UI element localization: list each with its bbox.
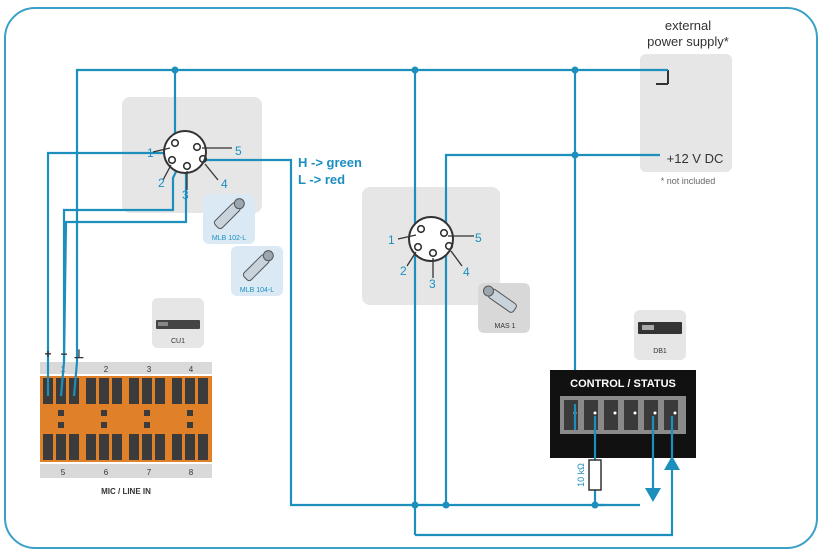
terminal-middle-pins [58, 410, 193, 428]
legend-h-green: H -> green [298, 155, 362, 170]
connector-2-pin-1: 1 [388, 233, 395, 247]
mas-device: MAS 1 [478, 283, 530, 333]
connector-1-pin-1: 1 [147, 146, 154, 160]
terminal-block: + − ⊥ 1 2 3 4 5 6 7 8 [40, 347, 212, 496]
terminal-num-5: 5 [61, 468, 66, 477]
junctions [171, 66, 599, 509]
power-supply-voltage: +12 V DC [667, 151, 724, 166]
terminal-num-2: 2 [104, 365, 109, 374]
terminal-num-6: 6 [104, 468, 109, 477]
cu1-label: CU1 [171, 338, 185, 345]
ground-symbol-icon [656, 70, 669, 85]
wire-bottom-loop [415, 470, 674, 537]
cu1-device: CU1 [152, 298, 204, 348]
resistor [588, 459, 602, 491]
wire-connector1-pin3 [62, 170, 188, 363]
terminal-polarity-minus: − [60, 347, 67, 361]
terminal-num-4: 4 [189, 365, 194, 374]
terminal-polarity-ground: ⊥ [74, 347, 84, 361]
power-supply-note: * not included [661, 176, 716, 186]
arrow-up-icon [664, 456, 680, 470]
connector-1: 1 2 3 4 5 [147, 130, 242, 202]
terminal-num-7: 7 [147, 468, 152, 477]
power-supply-title-line1: external [665, 18, 711, 33]
terminal-bottom-pins [43, 434, 208, 460]
terminal-num-8: 8 [189, 468, 194, 477]
connector-2-pin-2: 2 [400, 264, 407, 278]
connector-1-pin-3: 3 [182, 188, 189, 202]
connector-1-pin-4: 4 [221, 177, 228, 191]
terminal-num-3: 3 [147, 365, 152, 374]
connector-1-pin-5: 5 [235, 144, 242, 158]
db1-device: DB1 [634, 310, 686, 360]
wire-connector1-pin1 [46, 151, 170, 362]
arrow-down-icon [645, 488, 661, 502]
legend-l-red: L -> red [298, 172, 345, 187]
resistor-label: 10 kΩ [576, 463, 586, 487]
wire-ground-bus [75, 68, 668, 362]
power-supply-title-line2: power supply* [647, 34, 729, 49]
db1-label: DB1 [653, 348, 667, 355]
wire-12v [444, 153, 660, 235]
wire-connector1-pin2 [62, 162, 181, 362]
mlb102-label: MLB 102-L [212, 235, 246, 242]
connector-2-pin-3: 3 [429, 277, 436, 291]
connector-1-pin-2: 2 [158, 176, 165, 190]
wires [46, 68, 674, 537]
mlb104-label: MLB 104-L [240, 287, 274, 294]
connector-2-pin-5: 5 [475, 231, 482, 245]
connector-2: 1 2 3 4 5 [388, 216, 482, 291]
terminal-caption: MIC / LINE IN [101, 487, 151, 496]
connector-2-pin-4: 4 [463, 265, 470, 279]
mlb102-device: MLB 102-L [203, 194, 255, 244]
control-status-title: CONTROL / STATUS [570, 378, 676, 390]
control-status-panel: CONTROL / STATUS [550, 370, 696, 458]
mlb104-device: MLB 104-L [231, 246, 283, 296]
terminal-polarity-plus: + [44, 347, 51, 361]
mas-label: MAS 1 [494, 323, 515, 330]
